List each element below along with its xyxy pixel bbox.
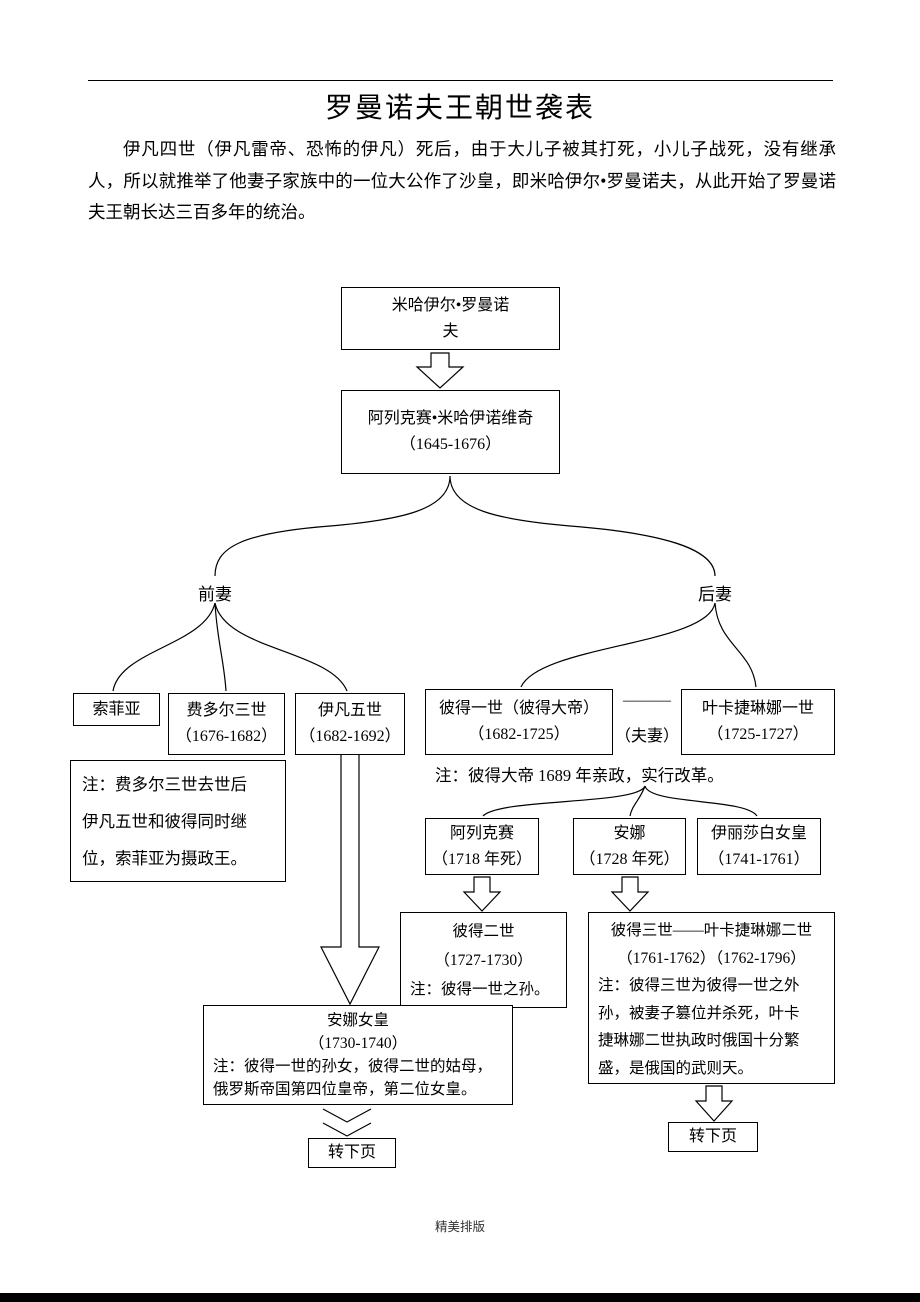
box-line: 安娜女皇 xyxy=(326,1012,389,1029)
box-line: （1725-1727） xyxy=(707,726,809,743)
label-spouse: （夫妻） xyxy=(614,728,679,745)
box-line: 彼得一世（彼得大帝） xyxy=(438,700,599,717)
box-line: 叶卡捷琳娜一世 xyxy=(701,700,814,717)
branch-aleksey-secondwife xyxy=(449,475,716,577)
box-line: 伊丽莎白女皇 xyxy=(710,824,807,842)
box-next-page-left: 转下页 xyxy=(308,1138,396,1168)
page-title: 罗曼诺夫王朝世袭表 xyxy=(324,93,595,124)
box-line: 转下页 xyxy=(327,1144,376,1161)
box-line: （1682-1725） xyxy=(468,726,570,743)
branch-peter1-anna xyxy=(629,785,646,817)
branch-firstwife-sofia xyxy=(112,602,216,692)
box-line: （1761-1762）（1762-1796） xyxy=(617,949,806,967)
box-anna: 安娜 （1728 年死） xyxy=(573,818,686,875)
note-line: 孙，被妻子篡位并杀死，叶卡 xyxy=(598,1004,800,1022)
note-line: 注：彼得三世为彼得一世之外 xyxy=(598,977,800,994)
box-line: （1741-1761） xyxy=(708,850,810,868)
branch-secondwife-peter1 xyxy=(520,602,716,688)
box-empress-anna: 安娜女皇 （1730-1740） 注：彼得一世的孙女，彼得二世的姑母， 俄罗斯帝… xyxy=(203,1005,513,1105)
box-line: （1676-1682） xyxy=(175,728,278,745)
note-line: 盛，是俄国的武则天。 xyxy=(598,1059,754,1077)
label-second-wife: 后妻 xyxy=(698,585,732,604)
box-sofia: 索菲亚 xyxy=(73,693,160,726)
peter-reform-note: 注：彼得大帝 1689 年亲政，实行改革。 xyxy=(435,766,724,785)
box-line: 阿列克赛 xyxy=(449,824,514,842)
branch-firstwife-fyodor xyxy=(214,602,227,692)
box-line: （1718 年死） xyxy=(431,850,532,868)
note-line: 伊凡五世和彼得同时继 xyxy=(82,812,247,831)
arrow-ivan5-to-anna-empress xyxy=(320,755,380,1006)
box-line: 安娜 xyxy=(613,824,646,842)
note-line: 注：费多尔三世去世后 xyxy=(82,775,247,794)
box-line: （1727-1730） xyxy=(434,951,533,969)
box-line: 彼得三世——叶卡捷琳娜二世 xyxy=(610,922,813,939)
box-line: 费多尔三世 xyxy=(186,702,267,719)
box-next-page-right: 转下页 xyxy=(668,1122,758,1152)
label-spouse-dash: ——— xyxy=(623,692,671,709)
branch-peter1-elizabeth xyxy=(644,785,758,817)
chevron-arrow-bottom xyxy=(322,1122,372,1137)
note-line: 注：彼得一世之孙。 xyxy=(410,980,550,998)
footer-watermark: 精美排版 xyxy=(434,1220,485,1234)
arrow-mikhail-to-aleksey xyxy=(415,352,465,389)
note-line: 注：彼得一世的孙女，彼得二世的姑母， xyxy=(213,1058,493,1075)
box-line: 阿列克赛•米哈伊诺维奇 xyxy=(367,410,534,427)
branch-peter1-alexei xyxy=(482,785,646,817)
label-first-wife: 前妻 xyxy=(198,585,232,604)
arrow-alexei-to-peter2 xyxy=(462,876,502,912)
box-elizabeth: 伊丽莎白女皇 （1741-1761） xyxy=(697,818,821,875)
box-peter-i: 彼得一世（彼得大帝） （1682-1725） xyxy=(425,689,613,755)
box-line: （1730-1740） xyxy=(308,1035,408,1052)
box-catherine-i: 叶卡捷琳娜一世 （1725-1727） xyxy=(681,689,835,755)
box-aleksey-mikhailovich: 阿列克赛•米哈伊诺维奇 （1645-1676） xyxy=(341,390,560,474)
box-ivan-v: 伊凡五世 （1682-1692） xyxy=(295,693,405,755)
box-fyodor-iii: 费多尔三世 （1676-1682） xyxy=(168,693,285,755)
box-line: （1645-1676） xyxy=(399,436,502,453)
box-alexei: 阿列克赛 （1718 年死） xyxy=(425,818,539,875)
box-regent-note: 注：费多尔三世去世后 伊凡五世和彼得同时继 位，索菲亚为摄政王。 xyxy=(70,760,286,882)
box-line: 米哈伊尔•罗曼诺 xyxy=(391,296,510,314)
chevron-arrow-top xyxy=(322,1108,372,1123)
intro-paragraph: 伊凡四世（伊凡雷帝、恐怖的伊凡）死后，由于大儿子被其打死，小儿子战死，没有继承人… xyxy=(88,139,836,222)
box-line: 彼得二世 xyxy=(452,922,515,940)
box-line: （1728 年死） xyxy=(579,850,680,868)
arrow-peter3-to-nextpage xyxy=(694,1085,734,1122)
box-line: （1682-1692） xyxy=(299,728,401,745)
branch-secondwife-catherine1 xyxy=(714,602,757,688)
box-peter-ii: 彼得二世 （1727-1730） 注：彼得一世之孙。 xyxy=(400,912,567,1008)
note-line: 俄罗斯帝国第四位皇帝，第二位女皇。 xyxy=(213,1081,477,1098)
branch-aleksey-firstwife xyxy=(214,475,451,577)
header-rule xyxy=(88,80,833,81)
note-line: 位，索菲亚为摄政王。 xyxy=(82,849,247,868)
page-bottom-edge xyxy=(0,1293,920,1302)
box-line: 索菲亚 xyxy=(92,700,141,718)
box-peter-iii-catherine-ii: 彼得三世——叶卡捷琳娜二世 （1761-1762）（1762-1796） 注：彼… xyxy=(588,912,835,1084)
box-line: 伊凡五世 xyxy=(317,702,382,719)
box-line: 夫 xyxy=(442,322,459,340)
note-line: 捷琳娜二世执政时俄国十分繁 xyxy=(598,1032,800,1049)
branch-firstwife-ivan5 xyxy=(214,602,348,692)
box-line: 转下页 xyxy=(688,1128,737,1145)
arrow-anna-to-peter3 xyxy=(610,876,650,912)
box-mikhail-romanov: 米哈伊尔•罗曼诺 夫 xyxy=(341,287,560,350)
